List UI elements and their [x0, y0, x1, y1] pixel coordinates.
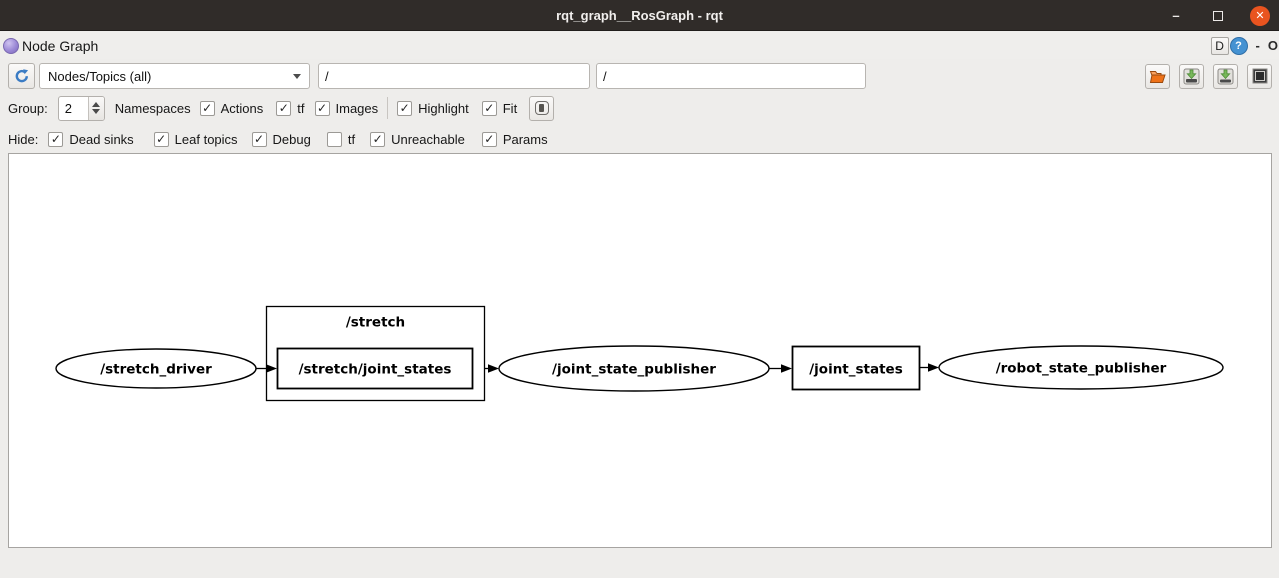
- node-graph-icon: [3, 37, 19, 54]
- group-tf-checkbox[interactable]: ✓: [276, 100, 292, 116]
- node-robot-state-publisher-label: /robot_state_publisher: [996, 361, 1167, 377]
- topic-stretch-joint-states-label: /stretch/joint_states: [299, 362, 452, 378]
- refresh-icon: [15, 69, 28, 83]
- save-dot-button[interactable]: [1179, 63, 1204, 89]
- fit-in-view-button[interactable]: [529, 95, 555, 121]
- fit-checkbox[interactable]: ✓: [481, 100, 497, 116]
- graph-type-value: Nodes/Topics (all): [48, 68, 152, 84]
- fit-in-view-icon: [534, 101, 549, 115]
- actions-checkbox[interactable]: ✓: [199, 100, 215, 116]
- window-titlebar: rqt_graph__RosGraph - rqt – ✕: [0, 0, 1279, 31]
- checkbox-highlight[interactable]: ✓ Highlight: [397, 100, 469, 116]
- group-tf-label: tf: [297, 100, 305, 116]
- checkbox-params[interactable]: ✓ Params: [481, 131, 548, 147]
- load-dot-button[interactable]: [1145, 63, 1170, 89]
- chevron-down-icon: [293, 73, 301, 79]
- leaf-topics-checkbox[interactable]: ✓: [153, 131, 169, 147]
- toolbar-options: Group: 2 Namespaces ✓ Actions ✓ tf ✓ Ima…: [0, 94, 1279, 122]
- ros-node-graph: /stretch /stretch_driver /stretch/joint_…: [55, 305, 1224, 402]
- checkbox-debug[interactable]: ✓ Debug: [251, 131, 311, 147]
- fit-label: Fit: [502, 100, 518, 116]
- checkbox-group-tf[interactable]: ✓ tf: [276, 100, 305, 116]
- checkbox-fit[interactable]: ✓ Fit: [481, 100, 518, 116]
- node-filter-input[interactable]: [318, 63, 590, 89]
- dock-d-button[interactable]: D: [1210, 36, 1229, 55]
- cluster-stretch-box[interactable]: [265, 305, 486, 402]
- maximize-button[interactable]: [1208, 6, 1228, 26]
- maximize-icon: [1213, 10, 1223, 21]
- group-value: 2: [64, 100, 72, 116]
- edge-stretch-joint-states-to-joint-state-publisher: [484, 364, 499, 373]
- edge-stretch-driver-to-stretch-joint-states: [256, 364, 277, 373]
- toolbar-hide: Hide: ✓ Dead sinks ✓ Leaf topics ✓ Debug…: [0, 125, 1279, 153]
- node-joint-state-publisher-label: /joint_state_publisher: [552, 362, 716, 378]
- hide-tf-checkbox[interactable]: [326, 131, 342, 147]
- window-controls: – ✕: [1166, 0, 1279, 31]
- window-title: rqt_graph__RosGraph - rqt: [556, 7, 723, 23]
- images-checkbox[interactable]: ✓: [314, 100, 330, 116]
- help-button[interactable]: ?: [1229, 36, 1248, 55]
- checkbox-images[interactable]: ✓ Images: [314, 100, 379, 116]
- close-button[interactable]: ✕: [1250, 5, 1270, 26]
- minimize-button[interactable]: –: [1172, 8, 1180, 23]
- edge-joint-state-publisher-to-joint-states: [769, 364, 792, 373]
- file-buttons: [1145, 63, 1272, 89]
- checkbox-unreachable[interactable]: ✓ Unreachable: [370, 131, 465, 147]
- group-spinner-buttons[interactable]: [87, 96, 104, 120]
- namespaces-label: Namespaces: [114, 100, 191, 116]
- spin-up-icon: [92, 102, 101, 107]
- group-spinner[interactable]: 2: [57, 95, 105, 121]
- debug-checkbox[interactable]: ✓: [251, 131, 267, 147]
- dock-float-button[interactable]: O: [1267, 38, 1278, 53]
- unreachable-label: Unreachable: [391, 131, 465, 147]
- graph-type-select[interactable]: Nodes/Topics (all): [39, 63, 310, 89]
- open-folder-icon: [1149, 70, 1166, 83]
- spin-down-icon: [92, 109, 101, 114]
- leaf-topics-label: Leaf topics: [174, 131, 238, 147]
- dock-buttons: D ? - O: [1210, 32, 1279, 59]
- save-dot-icon: [1183, 68, 1200, 84]
- dock-titlebar: Node Graph D ? - O: [0, 32, 1279, 59]
- topic-joint-states-label: /joint_states: [809, 362, 903, 378]
- dock-title: Node Graph: [22, 37, 99, 54]
- save-image-icon: [1252, 68, 1267, 84]
- debug-label: Debug: [272, 131, 311, 147]
- topic-stretch-joint-states[interactable]: [276, 347, 474, 390]
- checkbox-dead-sinks[interactable]: ✓ Dead sinks: [48, 131, 134, 147]
- toolbar-main: Nodes/Topics (all): [0, 61, 1279, 91]
- save-image-button[interactable]: [1247, 63, 1272, 89]
- checkbox-leaf-topics[interactable]: ✓ Leaf topics: [153, 131, 238, 147]
- group-label: Group:: [8, 100, 48, 116]
- actions-label: Actions: [220, 100, 264, 116]
- checkbox-actions[interactable]: ✓ Actions: [199, 100, 264, 116]
- highlight-checkbox[interactable]: ✓: [397, 100, 413, 116]
- save-svg-icon: [1217, 68, 1234, 84]
- dead-sinks-checkbox[interactable]: ✓: [48, 131, 64, 147]
- params-checkbox[interactable]: ✓: [481, 131, 497, 147]
- topic-filter-input[interactable]: [596, 63, 866, 89]
- topic-joint-states[interactable]: [791, 345, 921, 391]
- dock-minimize-button[interactable]: -: [1255, 38, 1260, 53]
- highlight-label: Highlight: [418, 100, 469, 116]
- refresh-button[interactable]: [8, 63, 35, 89]
- hide-label: Hide:: [8, 131, 39, 147]
- node-stretch-driver-label: /stretch_driver: [100, 362, 212, 378]
- hide-tf-label: tf: [347, 131, 356, 147]
- images-label: Images: [335, 100, 379, 116]
- params-label: Params: [502, 131, 548, 147]
- cluster-stretch-label: /stretch: [346, 315, 405, 331]
- toolbar-separator: [387, 97, 389, 119]
- checkbox-hide-tf[interactable]: tf: [326, 131, 356, 147]
- graph-canvas[interactable]: /stretch /stretch_driver /stretch/joint_…: [8, 153, 1272, 548]
- edge-joint-states-to-robot-state-publisher: [920, 363, 939, 372]
- dead-sinks-label: Dead sinks: [69, 131, 134, 147]
- save-svg-button[interactable]: [1213, 63, 1238, 89]
- unreachable-checkbox[interactable]: ✓: [370, 131, 386, 147]
- bottom-margin: [0, 548, 1279, 578]
